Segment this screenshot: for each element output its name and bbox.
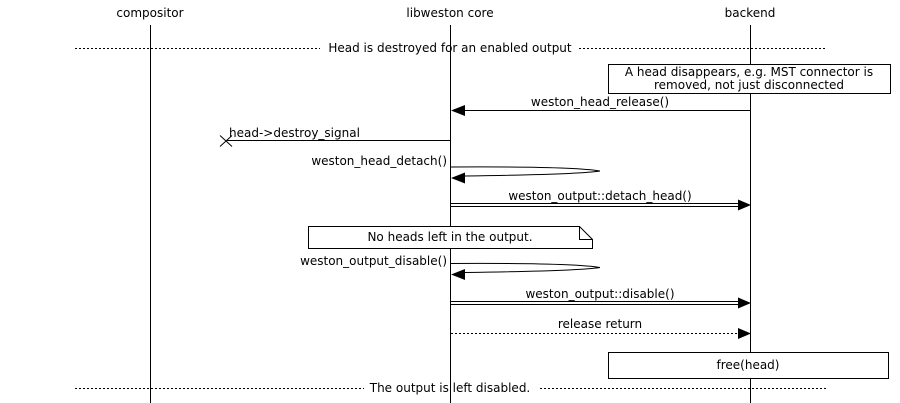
arrowhead-right-icon [738, 297, 751, 309]
arrowhead-left-icon [451, 269, 465, 280]
message-label-head-destroy-signal: head->destroy_signal [229, 126, 360, 140]
divider-text-output-disabled: The output is left disabled. [369, 381, 531, 395]
lost-x-icon [219, 135, 233, 147]
note-fold-icon [579, 226, 593, 240]
message-label-weston-output-disable: weston_output::disable() [525, 287, 675, 301]
arrow-weston-head-release [451, 105, 750, 116]
participant-label-backend: backend [724, 6, 776, 20]
note-text-head-disappears: A head disappears, e.g. MST connector is… [608, 66, 890, 92]
message-label-weston-head-detach: weston_head_detach() [311, 154, 447, 168]
arrowhead-right-icon [738, 199, 751, 211]
message-label-weston-output-disable-call: weston_output_disable() [300, 254, 447, 268]
arrow-weston-output-disable-self [450, 262, 601, 280]
arrow-weston-output-disable [451, 297, 751, 309]
arrow-weston-head-detach-self [450, 166, 601, 184]
message-label-release-return: release return [557, 317, 643, 331]
arrowhead-left-icon [451, 105, 465, 116]
note-text-line-2: removed, not just disconnected [653, 78, 845, 92]
box-free-head [608, 352, 889, 379]
note-box-head-disappears [608, 64, 891, 94]
arrow-weston-output-detach-head [451, 199, 751, 211]
arrow-release-return [451, 328, 751, 339]
note-box-no-heads-left [308, 226, 593, 249]
box-text-free-head: free(head) [716, 358, 780, 372]
divider-text-head-destroyed: Head is destroyed for an enabled output [328, 41, 572, 55]
arrowhead-left-icon [451, 172, 465, 184]
arrow-head-destroy-signal-lost [219, 135, 450, 147]
note-text-no-heads-left: No heads left in the output. [367, 230, 533, 244]
arrowhead-right-icon [738, 328, 751, 339]
participant-label-compositor: compositor [116, 6, 184, 20]
note-text-line-1: A head disappears, e.g. MST connector is [624, 65, 874, 79]
message-label-weston-head-release: weston_head_release() [530, 95, 670, 109]
participant-label-libweston-core: libweston core [406, 6, 494, 20]
message-label-weston-output-detach-head: weston_output::detach_head() [508, 189, 692, 203]
